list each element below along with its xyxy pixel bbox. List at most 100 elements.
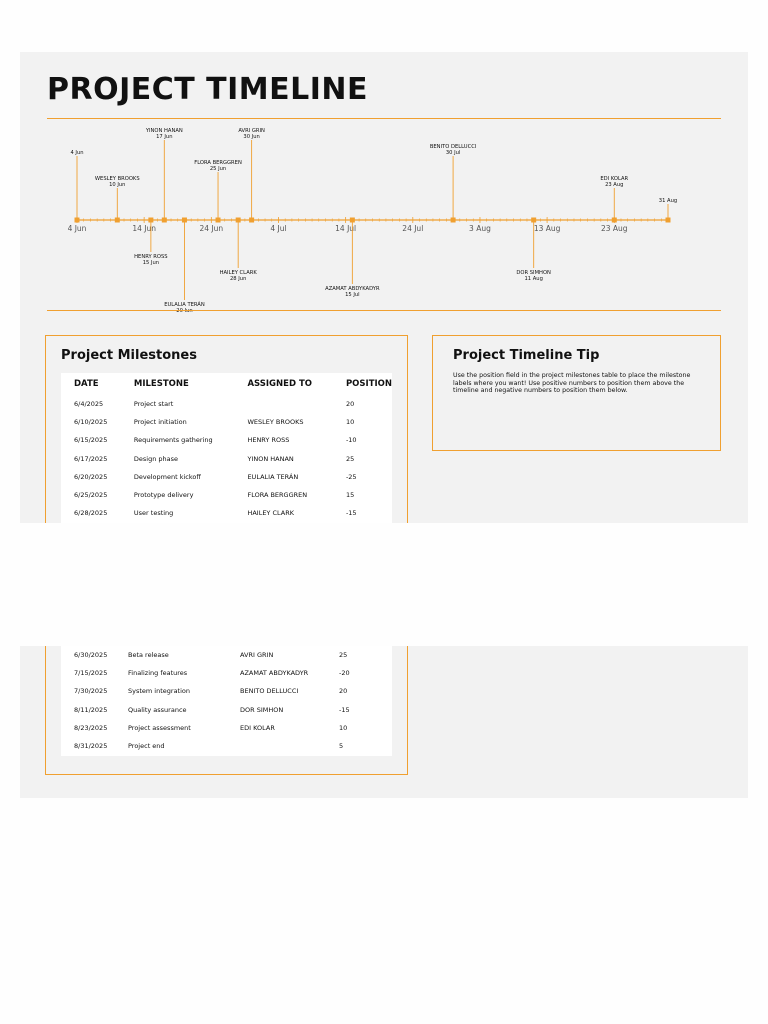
top-divider <box>47 118 721 119</box>
table-row: 6/15/2025 Requirements gathering HENRY ROS… <box>61 431 392 449</box>
cell-milestone: Project start <box>133 400 174 409</box>
cell-date: 7/15/2025 <box>74 669 108 678</box>
cell-milestone: Quality assurance <box>128 705 187 714</box>
marker-date-label: 28 Jun <box>230 276 246 282</box>
cell-assigned-to: EDI KOLAR <box>240 723 275 732</box>
marker-date-label: 23 Aug <box>605 182 623 188</box>
marker-point <box>74 217 80 223</box>
marker-name-label: EDI KOLAR <box>600 176 628 182</box>
cell-position: 10 <box>339 723 348 732</box>
marker-date-label: 10 Jun <box>109 182 125 188</box>
cell-date: 6/20/2025 <box>74 472 108 481</box>
marker-point <box>114 217 120 223</box>
cell-assigned-to: WESLEY BROOKS <box>247 418 304 427</box>
marker-date-label: 11 Aug <box>524 276 542 282</box>
marker-date-label: 4 Jun <box>70 150 83 156</box>
cell-position: -10 <box>345 436 357 445</box>
axis-tick-label: 23 Aug <box>601 224 628 233</box>
marker-name-label: FLORA BERGGREN <box>194 160 242 166</box>
milestones-panel: Project Milestones DATE MILESTONE ASSIGN… <box>45 335 408 524</box>
marker-date-label: 31 Aug <box>659 198 677 204</box>
cell-date: 6/15/2025 <box>74 436 108 445</box>
milestones-table-box: DATE MILESTONE ASSIGNED TO POSITION 6/4/… <box>61 373 392 524</box>
cell-date: 6/25/2025 <box>74 491 108 500</box>
cell-assigned-to: YINON HANAN <box>247 454 294 463</box>
marker-date-label: 25 Jun <box>210 166 226 172</box>
cell-milestone: Prototype delivery <box>133 491 194 500</box>
cell-assigned-to: AVRI GRIN <box>240 651 274 660</box>
marker-point <box>148 217 154 223</box>
page-break <box>0 523 768 646</box>
milestones-title: Project Milestones <box>61 348 197 363</box>
milestones-table-continued: 6/30/2025 Beta release AVRI GRIN 25 7/15/202… <box>61 646 392 755</box>
milestones-panel-continued: 6/30/2025 Beta release AVRI GRIN 25 7/15/202… <box>45 646 408 775</box>
cell-milestone: Design phase <box>133 454 179 463</box>
marker-date-label: 15 Jul <box>345 292 360 298</box>
cell-position: -25 <box>345 472 357 481</box>
cell-position: 20 <box>339 687 348 696</box>
marker-point <box>161 217 167 223</box>
cell-date: 8/23/2025 <box>74 723 108 732</box>
cell-date: 8/11/2025 <box>74 705 108 714</box>
timeline-marker: 31 Aug <box>659 198 677 223</box>
marker-point <box>531 217 537 223</box>
axis-tick-label: 13 Aug <box>534 224 561 233</box>
marker-name-label: AVRI GRIN <box>238 128 265 134</box>
cell-milestone: Requirements gathering <box>133 436 213 445</box>
table-row: 6/25/2025 Prototype delivery FLORA BERGGRE… <box>61 486 392 504</box>
cell-position: 25 <box>339 651 348 660</box>
cell-position: 10 <box>345 418 355 427</box>
marker-name-label: AZAMAT ABDYKADYR <box>325 286 380 292</box>
marker-date-label: 30 Jun <box>243 134 259 140</box>
cell-position: -15 <box>339 705 350 714</box>
axis-tick-label: 14 Jul <box>335 224 356 233</box>
axis-tick-label: 14 Jun <box>132 224 156 233</box>
tip-panel: Project Timeline Tip Use the position fi… <box>432 335 721 451</box>
table-header-row: DATE MILESTONE ASSIGNED TO POSITION <box>61 373 392 395</box>
marker-name-label: EULALIA TERÁN <box>164 301 205 308</box>
axis-tick-label: 3 Aug <box>469 224 491 233</box>
marker-name-label: HENRY ROSS <box>134 254 167 260</box>
cell-assigned-to: BENITO DELLUCCI <box>240 687 299 696</box>
axis-tick-label: 24 Jun <box>199 224 223 233</box>
table-row: 8/11/2025 Quality assurance DOR SIMHON -15 <box>61 701 392 719</box>
cell-date: 6/10/2025 <box>74 418 108 427</box>
page-title: PROJECT TIMELINE <box>47 72 369 107</box>
tip-title: Project Timeline Tip <box>453 348 600 363</box>
marker-point <box>450 217 456 223</box>
axis-tick-label: 24 Jul <box>402 224 423 233</box>
cell-position: -20 <box>339 669 350 678</box>
cell-milestone: Beta release <box>128 651 169 660</box>
marker-name-label: BENITO DELLUCCI <box>430 144 477 150</box>
marker-name-label: YINON HANAN <box>145 128 183 134</box>
marker-date-label: 15 Jun <box>143 260 159 266</box>
cell-position: 5 <box>339 742 344 751</box>
cell-assigned-to: FLORA BERGGREN <box>247 491 308 500</box>
header-assigned-to: ASSIGNED TO <box>247 379 312 389</box>
cell-assigned-to: DOR SIMHON <box>240 705 284 714</box>
cell-date: 6/17/2025 <box>74 454 108 463</box>
cell-assigned-to: EULALIA TERÁN <box>247 472 299 481</box>
cell-position: 15 <box>345 491 355 500</box>
marker-point <box>349 217 355 223</box>
cell-date: 6/30/2025 <box>74 651 108 660</box>
timeline-marker: 4 Jun <box>70 150 84 223</box>
milestones-table: DATE MILESTONE ASSIGNED TO POSITION 6/4/… <box>61 373 392 522</box>
tip-text: Use the position field in the project mi… <box>453 372 691 395</box>
cell-assigned-to: HENRY ROSS <box>247 436 290 445</box>
cell-position: -15 <box>345 509 357 518</box>
marker-name-label: DOR SIMHON <box>516 270 551 276</box>
